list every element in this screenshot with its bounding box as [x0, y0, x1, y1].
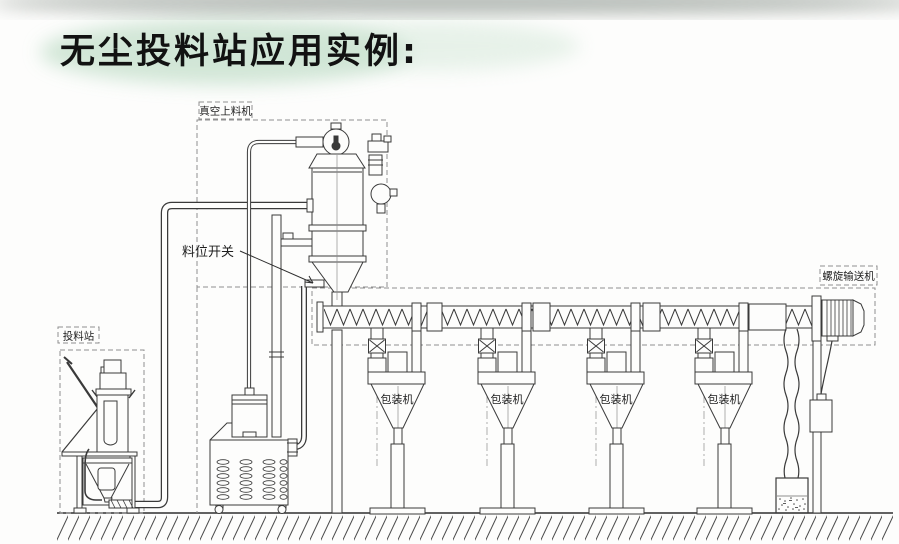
packing-machine-label: 包装机 [491, 392, 524, 406]
bin-material-stipple [778, 497, 806, 511]
screw-conveyor-label: 螺旋输送机 [822, 270, 875, 283]
conveyor-motor [821, 299, 865, 342]
packing-machines [367, 327, 753, 515]
conveyor-collar [411, 302, 422, 332]
conveyor-coupling [426, 302, 443, 332]
vent-slots [216, 459, 288, 500]
page-title: 无尘投料站应用实例: [60, 31, 419, 72]
level-switch-label: 料位开关 [182, 245, 234, 260]
conveyor-coupling [642, 302, 661, 332]
packing-machine-label: 包装机 [600, 392, 633, 406]
conveyor-collar [630, 302, 641, 332]
vacuum-feeder-label: 真空上料机 [199, 105, 252, 118]
conveyor-end-box [748, 303, 787, 331]
conveyor-collar [521, 302, 532, 332]
control-box [809, 399, 833, 433]
level-switch-leader [239, 250, 314, 284]
dashed-zones [57, 101, 878, 514]
packing-machine-1 [367, 327, 426, 515]
discharge-hose [783, 328, 800, 479]
packing-machine-label: 包装机 [381, 392, 414, 406]
conveyor-coupling [532, 302, 551, 332]
packing-machine-2 [477, 327, 536, 515]
conveyor-collar [738, 302, 749, 332]
feeding-station [61, 356, 140, 514]
packing-machine-label: 包装机 [708, 392, 741, 406]
feeding-station-label-box [57, 326, 100, 344]
packing-machine-3 [586, 327, 645, 515]
screw-conveyor-label-box [819, 265, 878, 286]
motor-cable [820, 340, 833, 395]
feeding-station-zone [59, 349, 145, 514]
vacuum-feeder [269, 122, 398, 514]
ground [57, 512, 893, 543]
conveyor-end-plate [811, 295, 822, 342]
collection-bin [775, 477, 809, 514]
packing-machine-4 [694, 327, 753, 515]
feeding-station-label: 投料站 [63, 330, 95, 343]
title-background-wash [0, 0, 899, 85]
pipes [132, 139, 312, 509]
vacuum-feeder-zone [196, 119, 388, 288]
screw-conveyor [316, 295, 865, 514]
screw-conveyor-zone [311, 287, 876, 346]
vacuum-pump [209, 387, 298, 514]
vacuum-feeder-label-box [198, 101, 253, 120]
